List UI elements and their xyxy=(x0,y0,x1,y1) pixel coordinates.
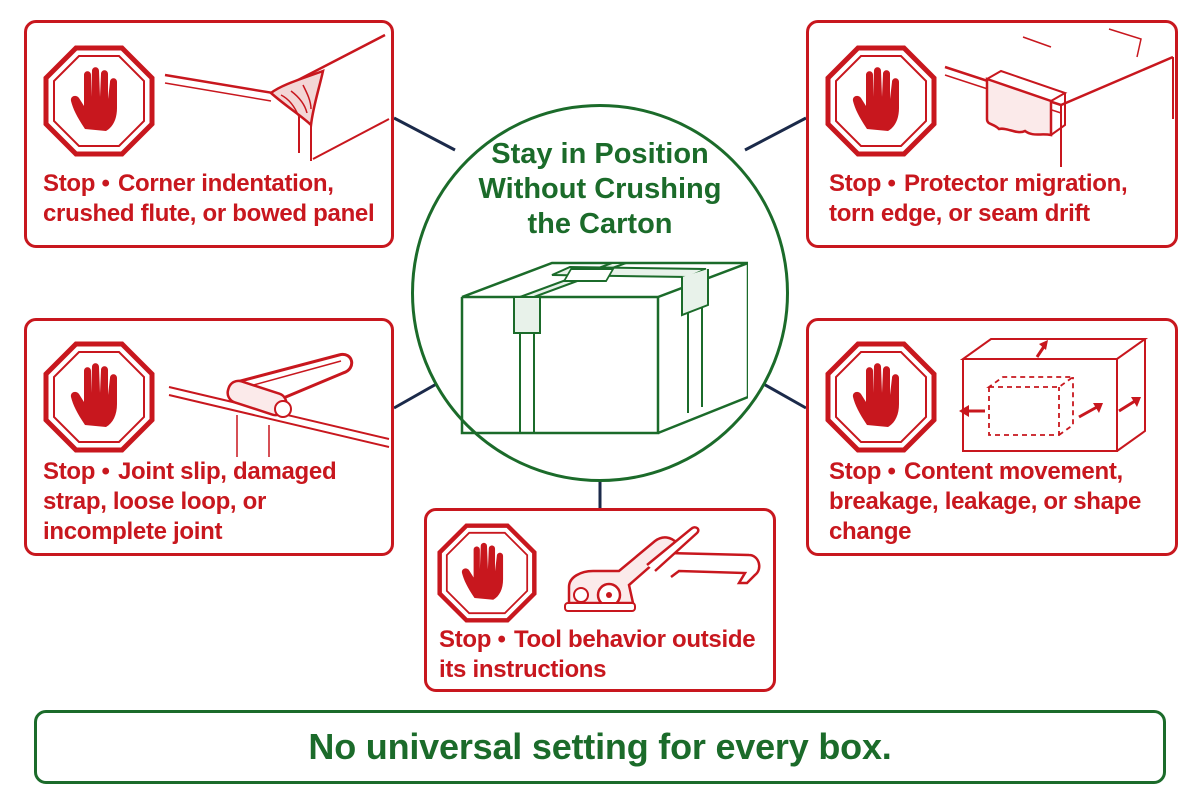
connector-top-right xyxy=(744,116,807,152)
footer-text: No universal setting for every box. xyxy=(308,726,892,767)
warning-text: Content movement, breakage, leakage, or … xyxy=(829,458,1142,545)
stop-label: Stop • xyxy=(43,170,110,197)
warning-caption: Stop • Tool behavior outside its instruc… xyxy=(439,625,769,685)
stop-hand-icon xyxy=(825,45,937,157)
warning-card-corner-indentation: Stop • Corner indentation, crushed flute… xyxy=(24,20,394,248)
warning-text: Tool behavior outside its instructions xyxy=(439,626,756,683)
stop-hand-icon xyxy=(825,341,937,453)
stop-label: Stop • xyxy=(829,170,896,197)
warning-text: Corner indentation, crushed flute, or bo… xyxy=(43,170,375,227)
footer-banner: No universal setting for every box. xyxy=(34,710,1166,784)
warning-card-content-movement: Stop • Content movement, breakage, leaka… xyxy=(806,318,1178,556)
stop-hand-icon xyxy=(437,523,537,623)
crushed-corner-icon xyxy=(164,33,390,161)
warning-caption: Stop • Corner indentation, crushed flute… xyxy=(43,169,383,229)
warning-text: Protector migration, torn edge, or seam … xyxy=(829,170,1128,227)
stop-label: Stop • xyxy=(439,626,506,653)
content-shift-icon xyxy=(959,338,1149,452)
stop-hand-icon xyxy=(43,45,155,157)
edge-protector-icon xyxy=(944,28,1174,167)
warning-card-joint-slip: Stop • Joint slip, damaged strap, loose … xyxy=(24,318,394,556)
strapped-carton-icon xyxy=(460,261,748,435)
center-title: Stay in Position Without Crushing the Ca… xyxy=(478,138,722,240)
strap-joint-icon xyxy=(168,352,390,457)
warning-card-protector-migration: Stop • Protector migration, torn edge, o… xyxy=(806,20,1178,248)
stop-label: Stop • xyxy=(829,458,896,485)
connector-mid-right xyxy=(759,380,807,410)
warning-caption: Stop • Joint slip, damaged strap, loose … xyxy=(43,457,383,547)
stop-label: Stop • xyxy=(43,458,110,485)
warning-caption: Stop • Content movement, breakage, leaka… xyxy=(829,457,1174,547)
connector-mid-left xyxy=(393,380,441,410)
warning-caption: Stop • Protector migration, torn edge, o… xyxy=(829,169,1169,229)
connector-top-left xyxy=(393,116,456,152)
stop-hand-icon xyxy=(43,341,155,453)
warning-card-tool-behavior: Stop • Tool behavior outside its instruc… xyxy=(424,508,776,692)
center-goal-circle: Stay in Position Without Crushing the Ca… xyxy=(411,104,789,482)
strapping-tool-icon xyxy=(564,526,761,612)
warning-text: Joint slip, damaged strap, loose loop, o… xyxy=(43,458,337,545)
